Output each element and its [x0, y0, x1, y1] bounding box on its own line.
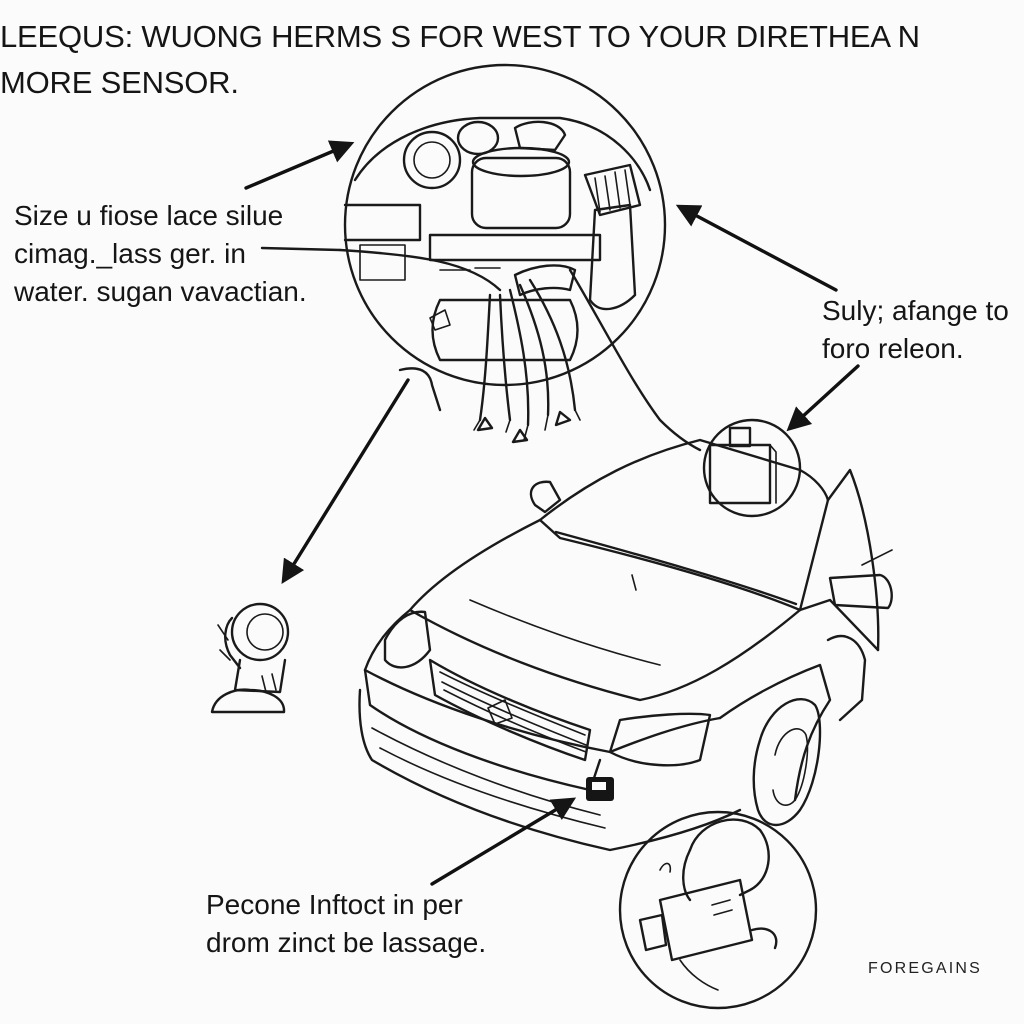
diagram-title: LEEQUS: WUONG HERMS S FOR WEST TO YOUR D…	[0, 19, 920, 100]
callout-bottom-line-2: drom zinct be lassage.	[206, 927, 487, 958]
arrow-to-bumper-sensor	[430, 797, 577, 886]
arrow-to-engine-detail	[244, 140, 355, 190]
engine-bay-detail-icon	[338, 63, 702, 452]
washer-pump-icon	[210, 602, 290, 714]
brand-mark: FOREGAINS	[868, 960, 983, 977]
arrow-to-small-device	[281, 378, 410, 585]
callout-bottom-line-1: Pecone Inftoct in per	[206, 889, 463, 920]
callout-left: Size u fiose lace silue cimag._lass ger.…	[14, 197, 307, 311]
callout-right: Suly; afange to foro releon.	[822, 292, 1009, 368]
callout-left-line-1: Size u fiose lace silue	[14, 200, 284, 231]
sensor-module-icon	[702, 418, 802, 518]
arrow-to-sensor-module	[786, 364, 860, 432]
leader-line-left	[260, 246, 342, 252]
hose-connector-icon	[618, 810, 818, 1010]
car-illustration-icon	[358, 438, 893, 852]
callout-right-line-1: Suly; afange to	[822, 295, 1009, 326]
callout-right-line-2: foro releon.	[822, 333, 964, 364]
callout-arrows	[244, 140, 860, 886]
callout-left-line-3: water. sugan vavactian.	[14, 276, 307, 307]
callout-bottom: Pecone Inftoct in per drom zinct be lass…	[206, 886, 486, 962]
callout-left-line-2: cimag._lass ger. in	[14, 238, 246, 269]
arrow-from-right-callout	[675, 204, 838, 292]
